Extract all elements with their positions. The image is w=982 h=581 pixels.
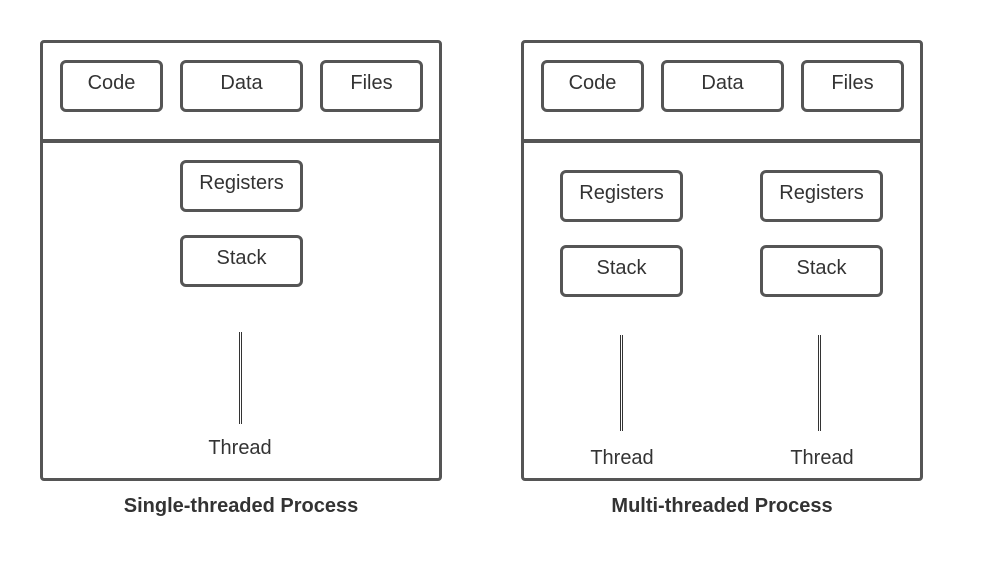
code-label: Code <box>87 71 136 94</box>
thread-label: Thread <box>208 437 272 459</box>
thread-line <box>239 332 242 424</box>
data-box: Data <box>661 60 784 112</box>
thread-2-label: Thread <box>790 447 854 469</box>
files-label: Files <box>350 71 393 94</box>
data-box: Data <box>180 60 303 112</box>
code-label: Code <box>568 71 617 94</box>
code-box: Code <box>541 60 644 112</box>
stack-box: Stack <box>180 235 303 287</box>
stack-label: Stack <box>216 246 267 269</box>
multi-threaded-process: Code Data Files Registers Stack Thread R… <box>521 40 923 481</box>
single-threaded-caption: Single-threaded Process <box>123 495 359 517</box>
multi-threaded-caption: Multi-threaded Process <box>611 495 833 517</box>
thread-2-registers-label: Registers <box>779 181 864 204</box>
thread-2-stack-label: Stack <box>796 256 847 279</box>
data-label: Data <box>701 71 744 94</box>
shared-resources-divider <box>524 139 920 143</box>
thread-1-line <box>620 335 623 431</box>
registers-box: Registers <box>180 160 303 212</box>
thread-2-line <box>818 335 821 431</box>
registers-label: Registers <box>199 171 284 194</box>
files-box: Files <box>320 60 423 112</box>
files-box: Files <box>801 60 904 112</box>
thread-1-registers-label: Registers <box>579 181 664 204</box>
thread-1-label: Thread <box>590 447 654 469</box>
data-label: Data <box>220 71 263 94</box>
thread-1-stack-box: Stack <box>560 245 683 297</box>
thread-1-stack-label: Stack <box>596 256 647 279</box>
shared-resources-divider <box>43 139 439 143</box>
thread-2-stack-box: Stack <box>760 245 883 297</box>
files-label: Files <box>831 71 874 94</box>
thread-2-registers-box: Registers <box>760 170 883 222</box>
thread-1-registers-box: Registers <box>560 170 683 222</box>
single-threaded-process: Code Data Files Registers Stack Thread <box>40 40 442 481</box>
code-box: Code <box>60 60 163 112</box>
